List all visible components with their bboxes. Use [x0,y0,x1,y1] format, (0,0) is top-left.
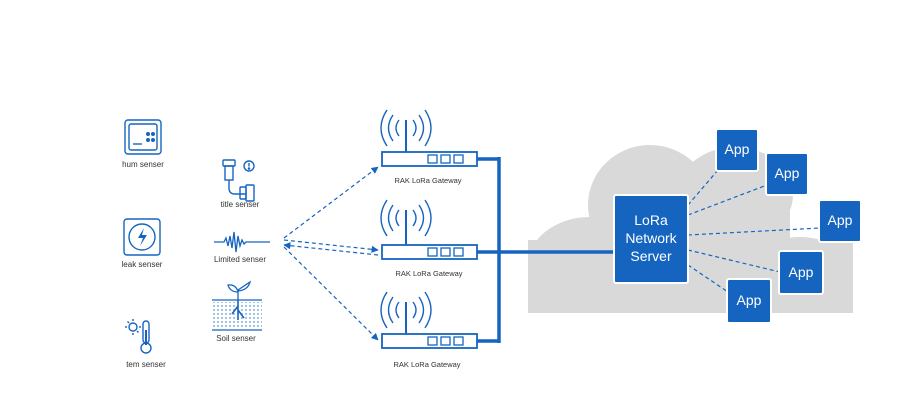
humidity-panel-icon [124,119,162,155]
soil-sensor: Soil senser [212,280,262,343]
link-to-gateway-1 [283,166,379,239]
hum-sensor: hum senser [122,119,164,169]
antenna-wave-icon [380,109,432,152]
app-1: App [715,128,759,172]
app-links [687,169,821,293]
title-sensor-label: title senser [221,200,260,209]
router-icon [381,244,478,260]
gateway-3-label: RAK LoRa Gateway [393,360,460,369]
gateway-1: RAK LoRa Gateway [380,109,478,185]
leak-sensor-label: leak senser [122,260,163,269]
app-5-label: App [737,292,762,308]
tem-sensor: tem senser [125,319,166,369]
gateway-3: RAK LoRa Gateway [380,291,478,369]
sensor-gateway-links [283,166,379,341]
app-5: App [726,278,772,324]
leak-sensor: leak senser [122,218,163,269]
app-2: App [765,152,809,196]
app-1-label: App [725,141,750,157]
link-to-gateway-3 [283,246,379,341]
server-label-line-2: Network [625,230,677,246]
server-label-line-3: Server [630,248,672,264]
router-icon [381,151,478,167]
antenna-wave-icon [380,291,432,334]
hum-sensor-label: hum senser [122,160,164,169]
link-to-gateway-2-top [283,239,379,253]
thermometer-icon [125,319,152,354]
app-4-label: App [789,264,814,280]
app-2-label: App [775,165,800,181]
soil-sensor-label: Soil senser [216,334,256,343]
soil-plant-icon [212,280,262,331]
gateway-2-label: RAK LoRa Gateway [395,269,462,278]
leak-gauge-icon [123,218,161,256]
router-icon [381,333,478,349]
network-server: LoRa Network Server [613,194,689,284]
app-3-label: App [828,212,853,228]
antenna-wave-icon [380,199,432,245]
signal-wave-icon [214,231,270,253]
app-4: App [778,250,824,295]
limited-sensor-label: Limited senser [214,255,266,264]
title-sensor: title senser [221,159,260,209]
backhaul-links [477,157,615,343]
app-3: App [818,199,862,243]
server-label-line-1: LoRa [634,212,668,228]
gateway-2: RAK LoRa Gateway [380,199,478,278]
link-from-gateway-2 [283,242,379,256]
pipe-valve-icon [222,159,255,202]
tem-sensor-label: tem senser [126,360,166,369]
limited-sensor: Limited senser [214,231,270,264]
gateway-1-label: RAK LoRa Gateway [394,176,461,185]
